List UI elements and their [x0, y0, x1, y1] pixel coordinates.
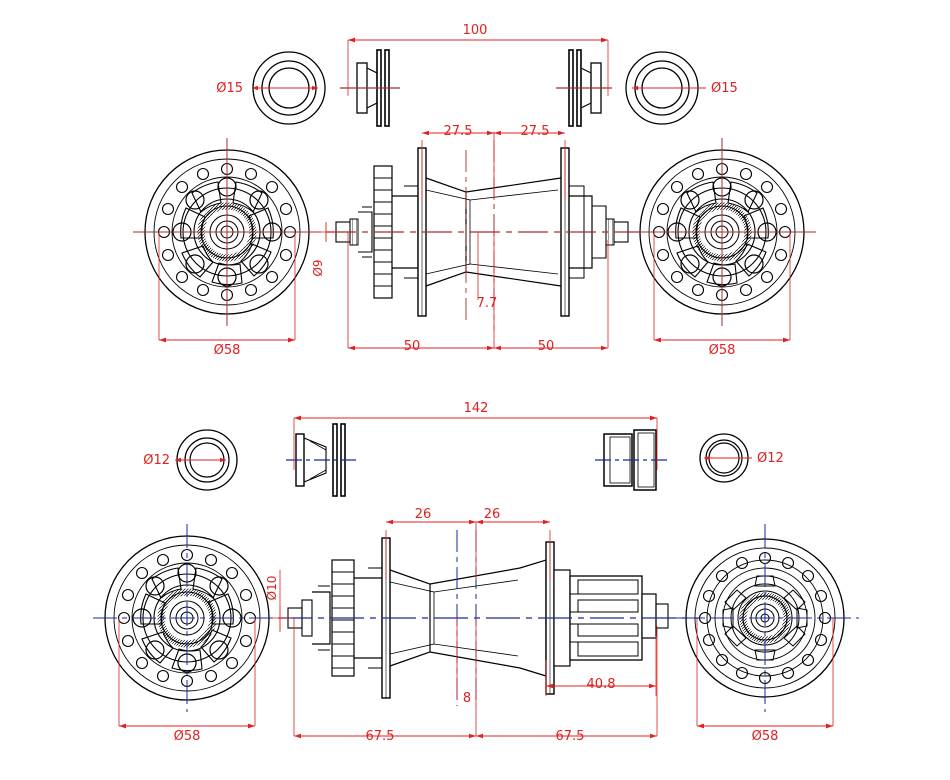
dim-label-top-d15-left: Ø15	[216, 81, 243, 96]
dim-label-bottom-675-right: 67.5	[556, 729, 585, 744]
dim-label-top-d15-right: Ø15	[711, 81, 738, 96]
bottom-right-endcap-section	[595, 429, 668, 491]
dim-bottom-67-5	[293, 618, 658, 739]
dim-label-top-77: 7.7	[477, 296, 498, 311]
dim-bottom-overall-142	[293, 415, 658, 470]
dim-label-bottom-8: 8	[463, 691, 471, 706]
top-right-endcap-section	[556, 49, 612, 127]
bottom-right-flange-face-view	[671, 524, 859, 729]
dim-label-top-d58-left: Ø58	[214, 343, 241, 358]
dim-label-bottom-d10: Ø10	[265, 576, 279, 601]
dim-bottom-26	[385, 519, 551, 580]
dim-bottom-40-8	[545, 636, 657, 696]
dim-label-top-50-right: 50	[538, 339, 555, 354]
dim-label-top-50-left: 50	[404, 339, 421, 354]
top-left-washer-view	[252, 51, 326, 125]
dim-label-bottom-d58-left: Ø58	[174, 729, 201, 744]
dim-label-bottom-26-left: 26	[415, 507, 432, 522]
dim-label-bottom-d12-left: Ø12	[143, 453, 170, 468]
dim-top-50	[347, 232, 609, 351]
bottom-left-washer-view	[175, 429, 238, 491]
dim-label-bottom-d58-right: Ø58	[752, 729, 779, 744]
dim-top-7-7	[477, 232, 495, 300]
bottom-right-washer-view	[699, 433, 752, 483]
dim-label-top-275-right: 27.5	[521, 124, 550, 139]
dim-top-27-5	[421, 130, 566, 200]
dim-label-bottom-d12-right: Ø12	[757, 451, 784, 466]
dim-label-bottom-408: 40.8	[587, 677, 616, 692]
dim-label-top-100: 100	[463, 23, 488, 38]
top-left-flange-face-view	[133, 138, 321, 343]
bottom-left-flange-face-view	[93, 524, 281, 729]
dim-label-top-d58-right: Ø58	[709, 343, 736, 358]
dim-label-bottom-675-left: 67.5	[366, 729, 395, 744]
bottom-left-endcap-section	[286, 423, 356, 497]
dim-label-top-275-left: 27.5	[444, 124, 473, 139]
dim-bottom-d10	[272, 570, 292, 632]
dim-label-bottom-26-right: 26	[484, 507, 501, 522]
bottom-hub-body-section	[278, 530, 700, 706]
dim-label-bottom-142: 142	[464, 401, 489, 416]
dim-top-overall-100	[347, 37, 609, 96]
top-left-endcap-section	[340, 49, 400, 127]
top-right-washer-view	[625, 51, 706, 125]
top-right-flange-face-view	[628, 138, 816, 343]
dim-label-top-d9: Ø9	[311, 259, 325, 276]
dim-top-d9	[318, 222, 340, 242]
dim-bottom-8	[456, 618, 477, 700]
